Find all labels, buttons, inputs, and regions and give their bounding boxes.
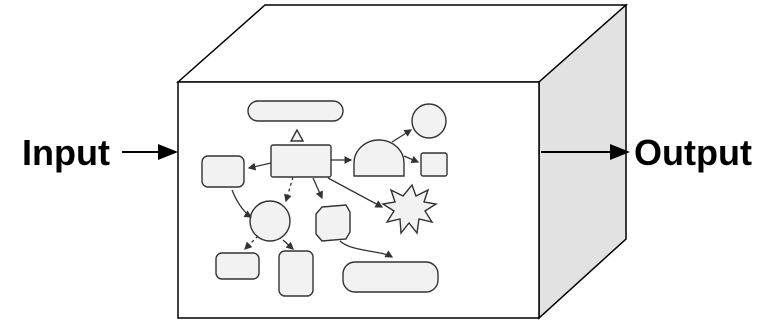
notched-rect-node [315,204,351,242]
small-rounded-node-bottom [215,252,260,280]
starburst-node [381,183,438,235]
small-triangle-node [289,128,305,142]
tall-rounded-node-bottom [278,250,314,297]
sketched-connectors [231,129,420,258]
center-rect-node [270,144,332,178]
sketched-flowchart-icon [201,100,448,297]
output-label: Output [634,132,752,173]
circle-node-left [249,200,291,242]
circle-node-top-right [411,103,447,139]
wide-pill-node-bottom [342,261,439,293]
input-label: Input [22,132,110,173]
left-rounded-node [201,155,245,188]
pill-node-top [247,100,344,122]
dome-node [353,139,405,177]
small-square-node [420,152,448,177]
